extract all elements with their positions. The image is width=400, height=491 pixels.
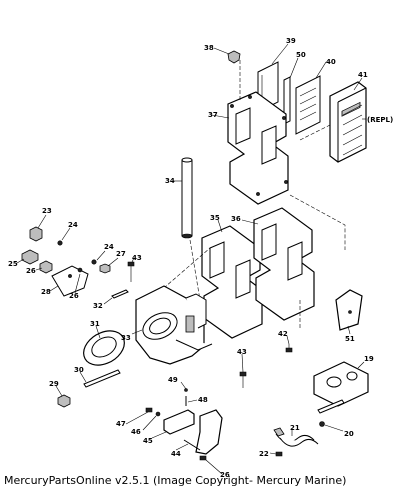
part-36-plate	[241, 207, 315, 321]
label-part-43-a: 43	[132, 254, 142, 262]
label-part-27: 27	[116, 250, 126, 258]
part-43-bolt-lower	[239, 353, 247, 388]
label-part-21: 21	[290, 424, 300, 432]
part-46-47-fasteners	[125, 407, 161, 431]
image-caption: MercuryPartsOnline v2.5.1 (Image Copyrig…	[4, 474, 347, 487]
label-part-20: 20	[344, 430, 354, 438]
label-part-26-a: 26	[26, 267, 36, 275]
label-part-49: 49	[168, 376, 178, 384]
part-29-nut	[55, 385, 71, 408]
part-24-27-fittings	[91, 250, 119, 274]
part-25-elbow	[16, 249, 39, 265]
label-part-23: 23	[42, 207, 52, 215]
label-part-22: 22	[259, 450, 269, 458]
part-34-rod	[173, 157, 193, 239]
label-part-40: 40	[326, 58, 336, 66]
part-35-gasket	[201, 219, 263, 339]
label-part-30: 30	[74, 366, 84, 374]
label-part-35: 35	[210, 214, 220, 222]
label-part-36: 36	[231, 215, 241, 223]
part-26-bolt-bottom	[199, 455, 223, 475]
label-part-43-b: 43	[237, 348, 247, 356]
label-repl-note: (REPL)	[367, 116, 393, 124]
part-48-49-pins	[180, 381, 198, 406]
part-19-housing	[313, 361, 369, 414]
part-30-stud	[79, 369, 121, 388]
part-43-bolt-upper	[127, 257, 135, 282]
part-50-strip	[283, 57, 299, 125]
label-part-45: 45	[143, 437, 153, 445]
label-part-39: 39	[286, 37, 296, 45]
label-part-33: 33	[121, 334, 131, 342]
label-part-24-a: 24	[68, 221, 78, 229]
label-part-46: 46	[131, 428, 141, 436]
label-part-28: 28	[41, 288, 51, 296]
label-part-42: 42	[278, 330, 288, 338]
label-part-38: 38	[204, 44, 214, 52]
part-51-plate	[335, 289, 363, 335]
part-33-adapter	[131, 285, 213, 365]
label-part-29: 29	[49, 380, 59, 388]
label-part-37: 37	[208, 111, 218, 119]
part-32-pin	[103, 289, 129, 305]
label-part-44: 44	[171, 450, 181, 458]
label-part-51: 51	[345, 335, 355, 343]
label-part-48: 48	[198, 396, 208, 404]
part-38-screw	[213, 47, 241, 64]
part-44-45-linkage	[151, 409, 223, 455]
label-part-47: 47	[116, 420, 126, 428]
part-37-gasket	[211, 91, 289, 205]
label-part-34: 34	[165, 177, 175, 185]
part-28-bracket	[49, 265, 89, 297]
part-20-fitting	[319, 421, 344, 432]
part-41-reed-block	[329, 77, 367, 163]
label-part-25: 25	[8, 260, 18, 268]
label-part-41: 41	[358, 71, 368, 79]
label-part-31: 31	[90, 320, 100, 328]
part-24-washer-upper	[57, 227, 71, 246]
label-part-24-b: 24	[104, 243, 114, 251]
part-26-nut	[35, 260, 53, 274]
label-part-50: 50	[296, 51, 306, 59]
label-part-32: 32	[93, 302, 103, 310]
part-40-reeds	[295, 61, 327, 135]
label-part-26-c: 26	[220, 471, 230, 479]
label-part-19: 19	[364, 355, 374, 363]
part-21-hose	[273, 427, 319, 447]
part-26-nut-lower	[74, 267, 83, 294]
part-22-screw	[269, 451, 283, 457]
part-42-screw	[285, 335, 293, 353]
label-part-26-b: 26	[69, 292, 79, 300]
part-31-gasket	[83, 325, 125, 366]
part-23-fitting	[29, 214, 47, 242]
